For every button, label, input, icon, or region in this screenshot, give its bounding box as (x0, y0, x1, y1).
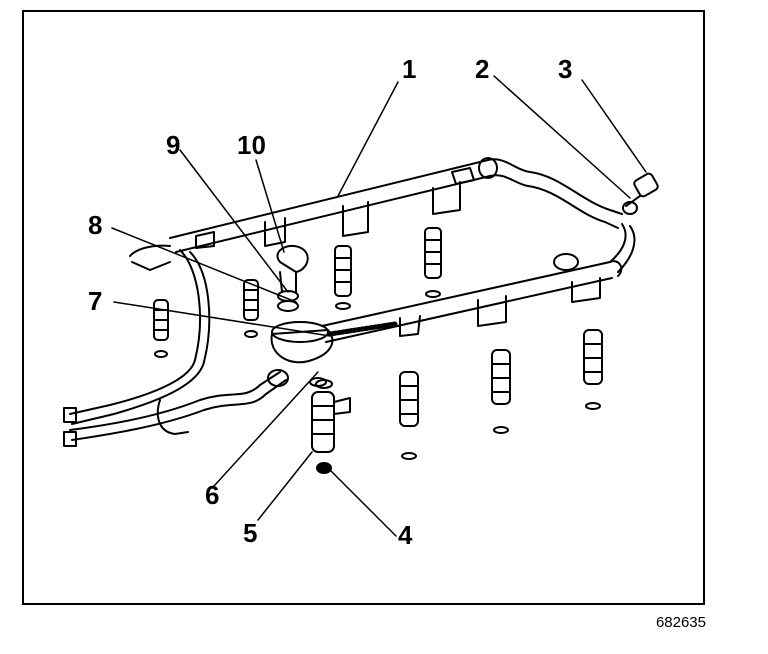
figure-number: 682635 (655, 614, 706, 631)
callout-5: 5 (243, 518, 258, 548)
callout-leaders (111, 75, 647, 537)
callout-10: 10 (237, 130, 266, 160)
callout-2: 2 (475, 54, 490, 84)
callout-4: 4 (398, 520, 413, 550)
callout-7: 7 (88, 286, 103, 316)
fuel-tubes (63, 244, 289, 447)
callout-6: 6 (205, 480, 220, 510)
pressure-regulator (270, 244, 334, 364)
callout-9: 9 (166, 130, 181, 160)
callout-3: 3 (558, 54, 573, 84)
front-fuel-rail (321, 253, 623, 343)
callout-1: 1 (402, 54, 417, 84)
diagram-frame (22, 10, 705, 605)
rear-fuel-rail (169, 157, 623, 253)
callout-8: 8 (88, 210, 103, 240)
front-injectors (309, 329, 603, 474)
fuel-feed-line (609, 172, 659, 273)
